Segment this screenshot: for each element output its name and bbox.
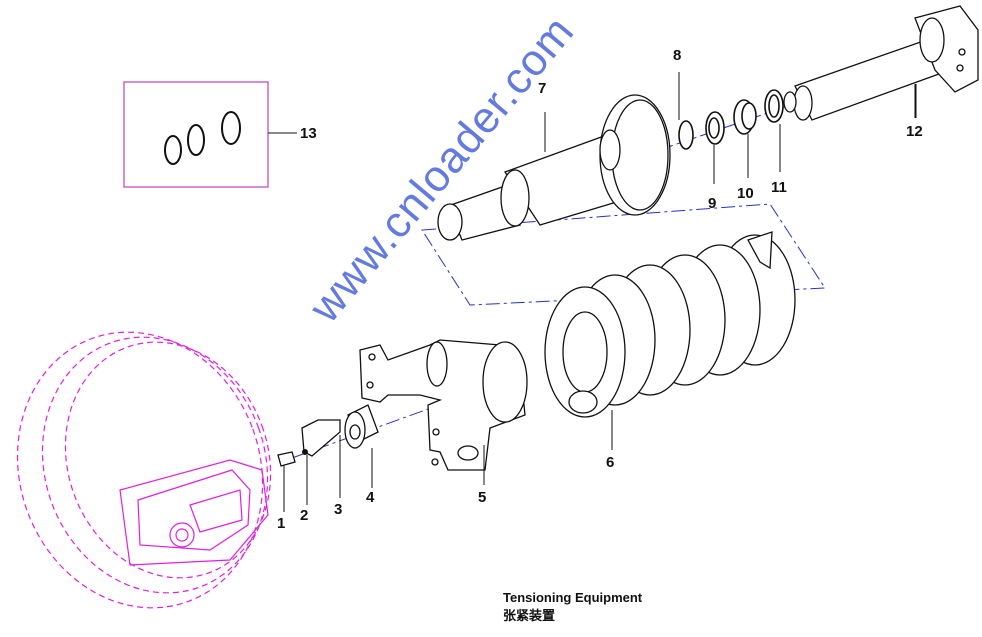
diagram-caption: Tensioning Equipment 张紧装置 bbox=[503, 589, 642, 625]
yoke-bracket bbox=[359, 339, 528, 471]
callout-2: 2 bbox=[300, 507, 308, 524]
washer bbox=[302, 449, 308, 455]
callout-3: 3 bbox=[334, 501, 342, 518]
callout-13: 13 bbox=[300, 125, 317, 142]
callout-9: 9 bbox=[708, 195, 716, 212]
ring-set bbox=[678, 89, 784, 150]
piston-shaft bbox=[437, 94, 671, 241]
bolt bbox=[277, 451, 296, 467]
seal-kit-box bbox=[123, 81, 297, 188]
tension-rod bbox=[783, 5, 979, 121]
callout-11: 11 bbox=[771, 179, 787, 196]
caption-title-zh: 张紧装置 bbox=[503, 608, 556, 623]
collar bbox=[344, 404, 379, 449]
callout-5: 5 bbox=[478, 489, 486, 506]
lock-plate bbox=[301, 419, 341, 457]
callout-6: 6 bbox=[606, 454, 614, 471]
callout-4: 4 bbox=[366, 489, 375, 506]
coil-spring bbox=[544, 231, 796, 418]
callout-7: 7 bbox=[538, 80, 546, 97]
callout-10: 10 bbox=[737, 185, 754, 202]
callout-12: 12 bbox=[906, 123, 923, 140]
caption-title-en: Tensioning Equipment bbox=[503, 590, 643, 605]
callout-labels: 1 2 3 4 5 6 7 8 9 10 11 12 13 bbox=[277, 47, 923, 532]
idler-wheel bbox=[16, 331, 272, 609]
leader-lines bbox=[283, 72, 917, 512]
callout-1: 1 bbox=[277, 515, 285, 532]
callout-8: 8 bbox=[673, 47, 681, 64]
